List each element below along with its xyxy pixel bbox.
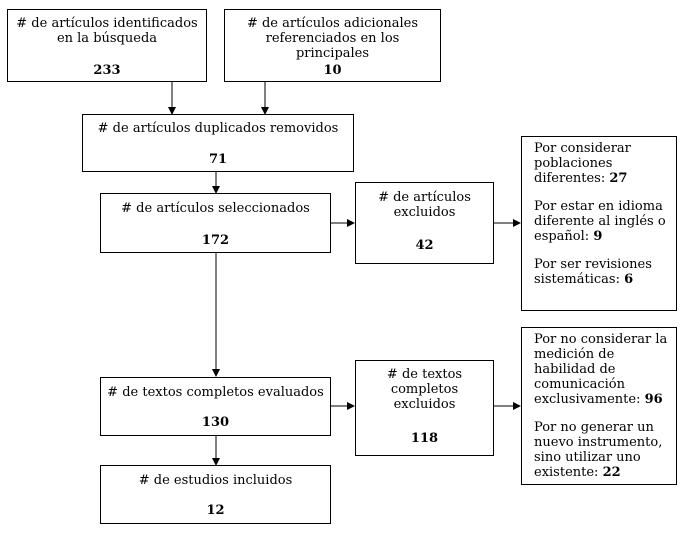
reason-populations: Por considerar poblaciones diferentes: 2… (534, 141, 631, 186)
reason-language: Por estar en idioma diferente al inglés … (534, 199, 666, 244)
reason-measurement: Por no considerar la medición de habilid… (534, 332, 668, 407)
additional-label: # de artículos adicionales referenciados… (246, 16, 419, 61)
reason-existing-instrument: Por no generar un nuevo instrumento, sin… (534, 420, 663, 480)
excluded-texts-value: 118 (410, 431, 439, 446)
included-label: # de estudios incluidos (138, 473, 293, 488)
excluded-articles-value: 42 (415, 238, 434, 253)
included-value: 12 (206, 503, 225, 518)
full-texts-label: # de textos completos evaluados (107, 385, 324, 400)
identified-box: # de artículos identificados en la búsqu… (7, 9, 207, 82)
included-box: # de estudios incluidos 12 (100, 465, 331, 524)
selected-box: # de artículos seleccionados 172 (100, 193, 331, 253)
exclusion-reasons-2-box: Por no considerar la medición de habilid… (521, 327, 677, 485)
identified-value: 233 (93, 63, 121, 78)
selected-value: 172 (201, 233, 230, 248)
excluded-articles-box: # de artículos excluidos 42 (355, 182, 494, 264)
excluded-texts-box: # de textos completos excluidos 118 (355, 360, 494, 456)
identified-label: # de artículos identificados en la búsqu… (16, 16, 198, 46)
full-texts-box: # de textos completos evaluados 130 (100, 377, 331, 436)
selected-label: # de artículos seleccionados (121, 201, 310, 216)
duplicates-box: # de artículos duplicados removidos 71 (82, 114, 354, 172)
reason-reviews: Por ser revisiones sistemáticas: 6 (534, 257, 652, 287)
full-texts-value: 130 (201, 415, 230, 430)
duplicates-value: 71 (208, 152, 228, 167)
duplicates-label: # de artículos duplicados removidos (97, 121, 339, 136)
exclusion-reasons-1-box: Por considerar poblaciones diferentes: 2… (521, 136, 677, 311)
additional-box: # de artículos adicionales referenciados… (224, 9, 441, 82)
additional-value: 10 (323, 63, 342, 78)
excluded-articles-label: # de artículos excluidos (378, 190, 471, 220)
excluded-texts-label: # de textos completos excluidos (386, 367, 463, 412)
